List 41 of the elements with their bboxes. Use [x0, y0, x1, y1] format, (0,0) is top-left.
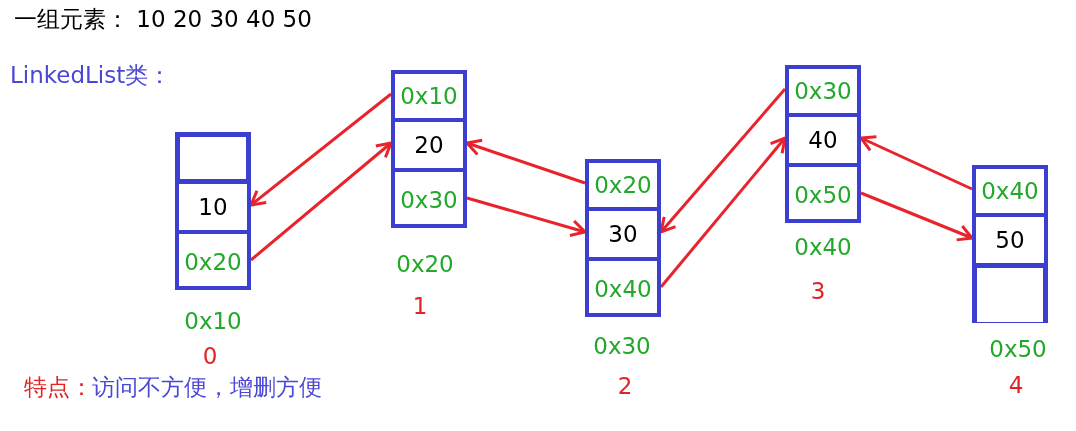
address-label: 0x40 [794, 234, 852, 260]
address-label: 0x10 [184, 308, 242, 334]
arrow [465, 138, 586, 185]
note-text: 访问不方便，增删方便 [92, 373, 322, 402]
list-field: 0x40 [589, 257, 657, 317]
address-label: 0x50 [989, 336, 1047, 362]
class-label: LinkedList类： [10, 61, 172, 90]
note-text: 特点： [24, 373, 93, 402]
list-field: 40 [789, 113, 857, 163]
list-field: 0x40 [976, 169, 1044, 213]
arrow [859, 135, 973, 191]
list-node-box [972, 165, 1048, 323]
list-field: 0x30 [789, 69, 857, 113]
list-node-box [785, 65, 861, 223]
arrow [250, 141, 393, 262]
index-number: 4 [1008, 372, 1024, 398]
arrow [659, 136, 787, 288]
heading-text: 一组元素： 10 20 30 40 50 [14, 5, 312, 34]
list-node-box [391, 70, 467, 228]
list-node-box [175, 132, 251, 290]
arrow [860, 191, 974, 242]
list-field: 30 [589, 207, 657, 257]
arrow [466, 196, 587, 237]
empty-field [976, 263, 1044, 323]
address-label: 0x30 [593, 333, 651, 359]
arrow [249, 92, 392, 207]
list-field: 0x50 [789, 163, 857, 223]
index-number: 1 [412, 293, 428, 319]
list-field: 0x20 [589, 163, 657, 207]
address-label: 0x20 [396, 251, 454, 277]
list-field: 10 [179, 180, 247, 230]
list-field: 0x20 [179, 230, 247, 290]
list-field: 0x10 [395, 74, 463, 118]
index-number: 2 [617, 373, 633, 399]
list-field: 0x30 [395, 168, 463, 228]
arrow [659, 88, 787, 234]
index-number: 0 [202, 343, 218, 369]
index-number: 3 [810, 278, 826, 304]
list-node-box [585, 159, 661, 317]
empty-field [179, 136, 247, 180]
list-field: 20 [395, 118, 463, 168]
